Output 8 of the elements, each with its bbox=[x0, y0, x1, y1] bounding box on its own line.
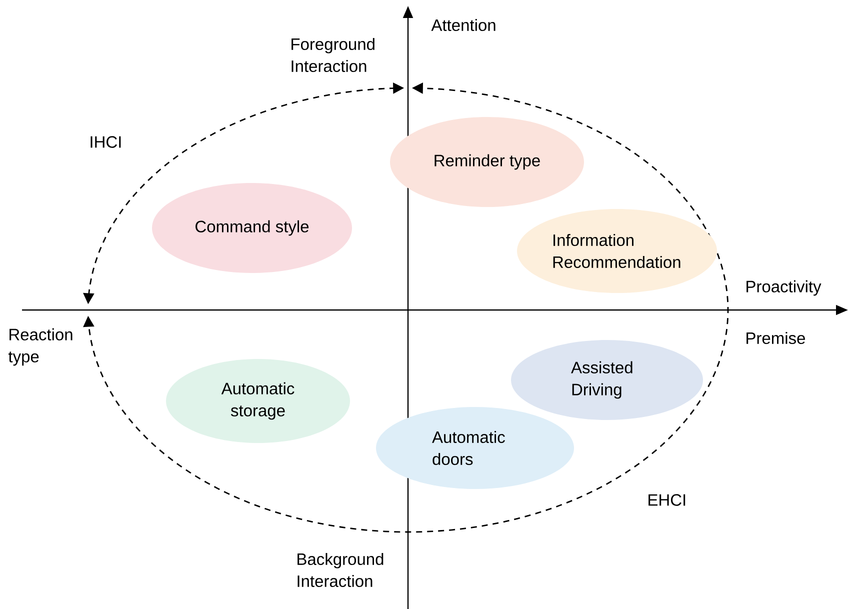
axis-label: EHCI bbox=[648, 494, 686, 506]
axis-label: Proactivity bbox=[746, 280, 822, 296]
axis-label: Attention bbox=[431, 18, 496, 32]
axis-label: Premise bbox=[746, 332, 805, 344]
axis-label: Reaction type bbox=[8, 328, 72, 366]
axis-label: Background Interaction bbox=[298, 552, 384, 588]
axis-label: Foreground Interaction bbox=[292, 38, 374, 72]
axis-label: IHCI bbox=[90, 136, 121, 148]
